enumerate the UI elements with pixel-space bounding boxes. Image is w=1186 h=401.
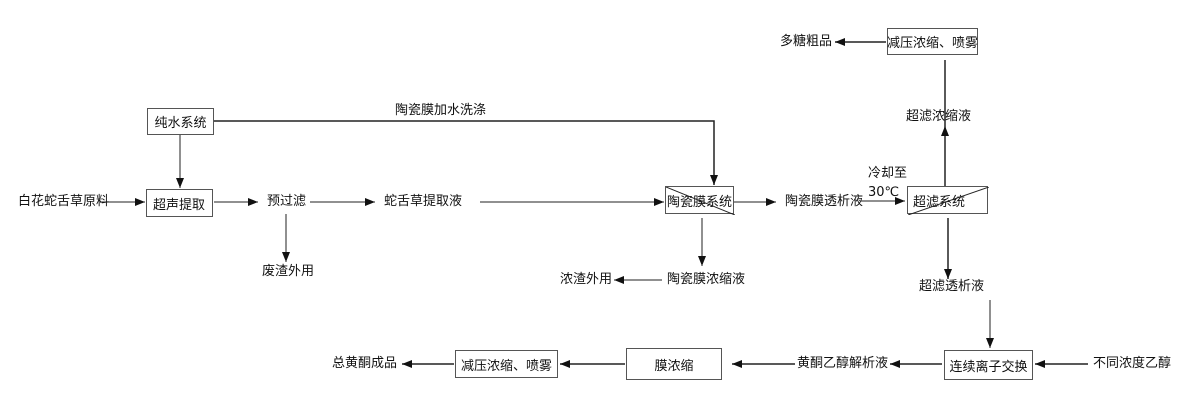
prefilter-label: 预过滤 bbox=[267, 194, 307, 209]
arrow-wash-to-ceramic bbox=[214, 120, 718, 185]
thick-residue-label: 浓渣外用 bbox=[560, 272, 613, 287]
ceramic-membrane-box: 陶瓷膜系统 bbox=[665, 186, 735, 215]
ethanol-label: 不同浓度乙醇 bbox=[1093, 356, 1172, 371]
waste-residue-label: 废渣外用 bbox=[262, 264, 315, 279]
ceramic-permeate-label: 陶瓷膜透析液 bbox=[785, 194, 864, 209]
ceramic-concentrate-label: 陶瓷膜浓缩液 bbox=[667, 272, 746, 287]
uf-concentrate-label: 超滤浓缩液 bbox=[906, 109, 972, 124]
cross-out-mark bbox=[908, 187, 989, 215]
cool-label-1: 冷却至 bbox=[868, 166, 908, 181]
polysaccharide-label: 多糖粗品 bbox=[780, 34, 833, 49]
vacuum-spray-top-box: 减压浓缩、喷雾 bbox=[887, 28, 978, 55]
pure-water-box: 纯水系统 bbox=[147, 108, 214, 135]
wash-label: 陶瓷膜加水洗涤 bbox=[395, 103, 487, 118]
cool-label-2: 30℃ bbox=[868, 185, 900, 200]
total-flavone-label: 总黄酮成品 bbox=[332, 356, 398, 371]
uf-permeate-label: 超滤透析液 bbox=[919, 279, 985, 294]
ion-exchange-box: 连续离子交换 bbox=[944, 350, 1033, 380]
vacuum-spray-bottom-box: 减压浓缩、喷雾 bbox=[455, 350, 558, 378]
ultrasonic-extraction-box: 超声提取 bbox=[146, 189, 213, 217]
membrane-concentration-box: 膜浓缩 bbox=[626, 348, 722, 380]
ultrafiltration-box: 超滤系统 bbox=[907, 186, 989, 215]
extract-liquid-label: 蛇舌草提取液 bbox=[384, 194, 463, 209]
raw-material-label: 白花蛇舌草原料 bbox=[18, 194, 110, 209]
flavone-eluate-label: 黄酮乙醇解析液 bbox=[797, 356, 889, 371]
ceramic-membrane-label: 陶瓷膜系统 bbox=[666, 194, 732, 210]
ultrafiltration-label: 超滤系统 bbox=[913, 194, 966, 210]
cross-out-mark bbox=[666, 187, 735, 215]
